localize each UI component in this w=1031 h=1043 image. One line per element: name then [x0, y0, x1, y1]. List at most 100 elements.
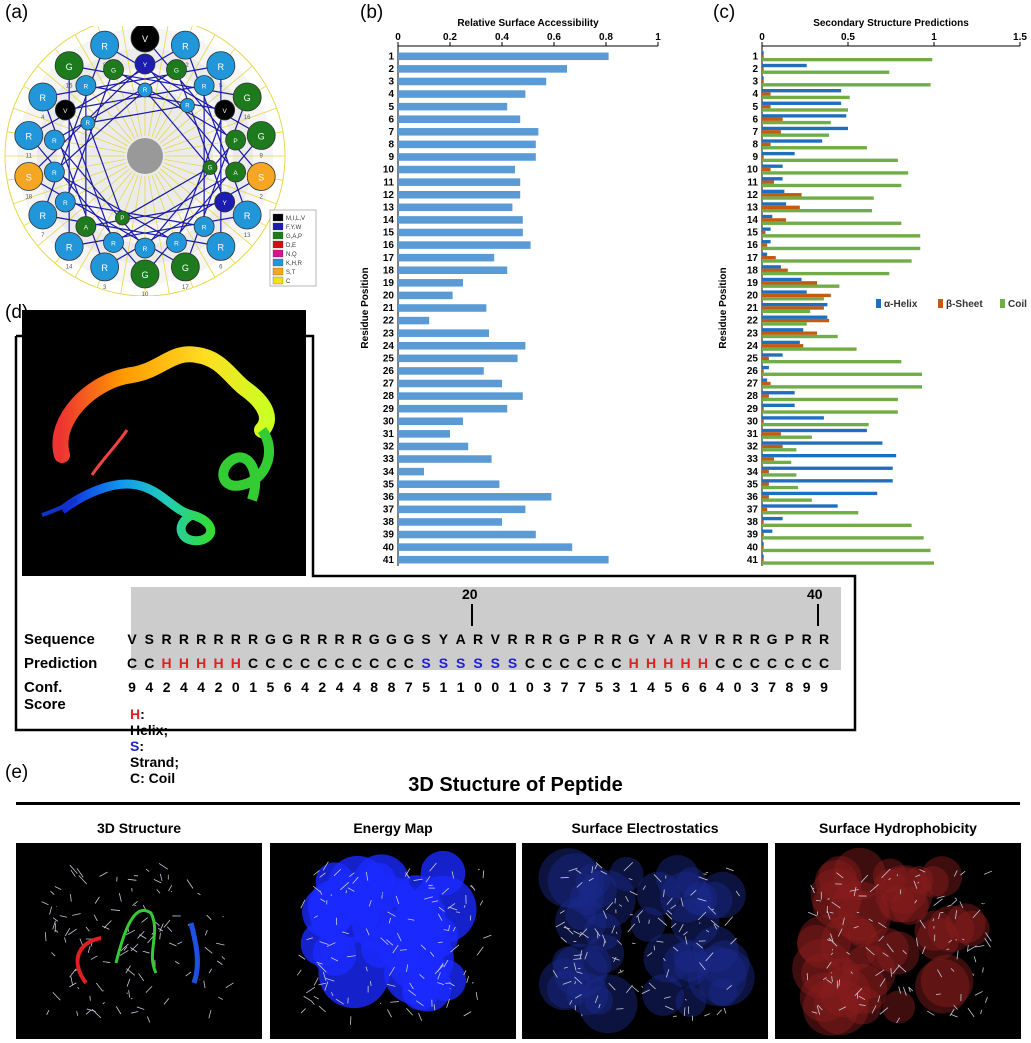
wheel-residue-letter: R: [26, 132, 33, 142]
chart-bar-1: [762, 558, 764, 562]
wheel-connector: [144, 37, 262, 177]
wheel-residue: P: [225, 129, 247, 151]
chart-category-label: 35: [747, 479, 759, 490]
wheel-residue-letter: R: [218, 62, 225, 72]
wheel-residue: R: [80, 115, 96, 131]
wheel-connector: [64, 69, 115, 203]
bond-stick: [216, 942, 225, 946]
seqRow-char: R: [230, 631, 241, 647]
wheel-residue-letter: R: [101, 41, 108, 51]
seqRow-char: V: [490, 631, 500, 647]
chart-bar-0: [762, 227, 771, 231]
wheel-residue-letter: R: [202, 224, 207, 231]
bond-stick: [313, 870, 320, 876]
surface-blob: [876, 931, 920, 975]
bond-stick: [665, 912, 673, 920]
surface-blob: [687, 946, 747, 1006]
bond-stick: [552, 970, 558, 978]
wheel-residue: R4: [28, 82, 58, 121]
chart-category-label: 31: [383, 429, 395, 440]
bond-stick: [598, 1003, 601, 1009]
chart-bar-1: [762, 281, 818, 285]
wheel-residue-number: 15: [66, 84, 73, 90]
surface-blob: [810, 868, 863, 921]
surface-blob: [833, 847, 886, 901]
surface-blob: [905, 866, 934, 895]
surface-blob: [630, 907, 666, 942]
chart-bar-0: [762, 403, 795, 408]
chart-bar-1: [762, 444, 783, 449]
surface-blob: [945, 903, 986, 944]
chart-bar-1: [762, 469, 769, 474]
chart-bar: [398, 329, 489, 337]
bond-stick: [615, 931, 618, 934]
chart-bar-1: [762, 117, 783, 121]
chart-bar: [398, 354, 518, 363]
surface-blob: [695, 881, 733, 919]
seqRow-char: R: [334, 631, 345, 647]
chart-bar-2: [762, 460, 792, 465]
chart-bar-2: [762, 196, 874, 200]
wheel-legend-label: C: [286, 279, 291, 285]
strand-ribbon: [188, 922, 200, 984]
bond-stick: [340, 882, 350, 891]
bond-stick: [575, 869, 582, 874]
surface-blob: [920, 954, 974, 1008]
chart-bar-0: [762, 189, 785, 194]
chart-bar-0: [762, 114, 847, 118]
bond-stick: [476, 946, 484, 956]
chart-category-label: 38: [383, 517, 395, 528]
wheel-legend-swatch: [272, 267, 284, 276]
bond-stick: [325, 977, 335, 982]
bond-stick: [670, 923, 677, 929]
bond-stick: [313, 915, 319, 919]
bond-stick: [653, 945, 656, 951]
bond-stick: [882, 952, 889, 957]
bond-stick: [811, 1011, 818, 1014]
wheel-spoke: [37, 168, 130, 247]
bond-stick: [52, 992, 61, 1001]
chart-bar: [398, 65, 567, 73]
surface-blob: [708, 978, 737, 1007]
chart-category-label: 19: [383, 278, 395, 289]
wheel-connector: [144, 63, 237, 173]
bond-stick: [456, 911, 460, 913]
bond-stick: [602, 910, 608, 919]
image-title-3d-structure: 3D Structure: [96, 820, 182, 836]
predRow-char: H: [213, 655, 224, 671]
bond-stick: [430, 951, 435, 958]
seqRow-char: Y: [646, 631, 656, 647]
chart-category-label: 22: [383, 316, 395, 327]
chart-bar-1: [762, 104, 771, 109]
helical-wheel: V1S2R3R4R5R6R7R8G9G10R11R12R13R14G15G16G…: [4, 26, 317, 296]
bond-stick: [471, 982, 474, 984]
bond-stick: [716, 1009, 722, 1016]
bond-stick: [927, 1010, 935, 1016]
bond-stick: [413, 878, 423, 881]
bond-stick: [130, 943, 139, 952]
legend-coil-key: C: [130, 770, 141, 786]
bond-stick: [346, 955, 356, 958]
seqRow-char: R: [178, 631, 189, 647]
chart-bar-2: [762, 511, 859, 515]
seqRow-char: R: [351, 631, 362, 647]
bond-stick: [156, 889, 161, 894]
chart-x-tick-label: 0.2: [443, 32, 457, 43]
wheel-legend-swatch: [272, 249, 284, 258]
bond-stick: [908, 987, 911, 993]
surface-blob: [584, 912, 622, 951]
wheel-connector: [87, 122, 123, 219]
chart-bar-2: [762, 246, 921, 251]
chart-category-label: 36: [383, 492, 395, 503]
predRow-char: C: [732, 655, 743, 671]
chart-category-label: 28: [383, 391, 395, 402]
bond-stick: [826, 979, 833, 984]
image-title-surface-electrostatics: Surface Electrostatics: [571, 820, 719, 836]
chart-bar: [398, 304, 487, 312]
wheel-legend-label: K,H,R: [286, 261, 303, 267]
chart-bar-1: [762, 130, 781, 134]
surface-blob: [547, 853, 604, 910]
chart-category-label: 24: [383, 341, 395, 352]
predRow-char: C: [144, 655, 155, 671]
bond-stick: [959, 901, 964, 909]
